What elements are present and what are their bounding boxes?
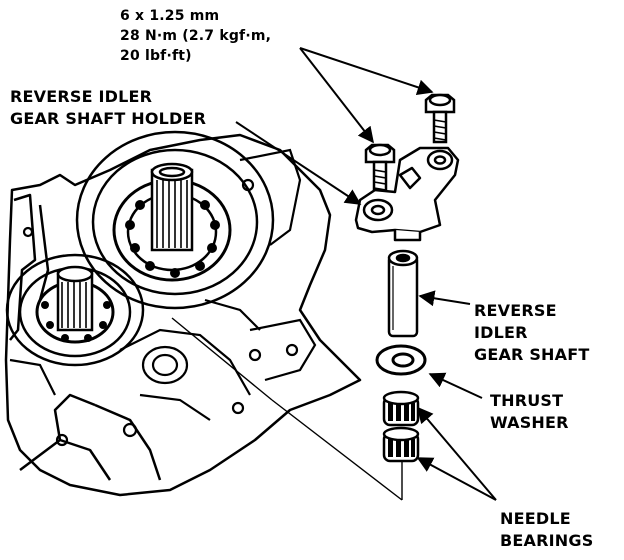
leader-lines	[235, 47, 497, 501]
needle-bearing-lower	[382, 426, 420, 463]
label-needle-bearings: NEEDLE BEARINGS	[500, 509, 594, 550]
housing-details	[9, 148, 317, 447]
gear-shaft-holder	[354, 146, 460, 242]
lower-gear-assembly	[5, 253, 145, 367]
torque-lbf-text: 20 lbf·ft)	[120, 48, 192, 64]
torque-spec: 6 x 1.25 mm 28 N·m (2.7 kgf·m, 20 lbf·ft…	[120, 6, 271, 66]
transmission-housing	[4, 133, 362, 497]
label-reverse-idler-gear-shaft: REVERSE IDLER GEAR SHAFT	[474, 301, 590, 364]
bolt-size-text: 6 x 1.25 mm	[120, 8, 220, 24]
bolt-right	[424, 93, 456, 144]
label-shaft-holder: REVERSE IDLER GEAR SHAFT HOLDER	[10, 87, 207, 128]
torque-nm-text: 28 N·m (2.7 kgf·m,	[120, 28, 272, 44]
needle-bearing-upper	[382, 390, 420, 427]
label-thrust-washer: THRUST WASHER	[490, 391, 569, 432]
upper-gear-assembly	[75, 130, 275, 310]
reverse-idler-gear-shaft	[387, 249, 419, 338]
thrust-washer	[375, 344, 427, 376]
centerline	[171, 317, 403, 501]
bolt-left	[364, 143, 396, 194]
